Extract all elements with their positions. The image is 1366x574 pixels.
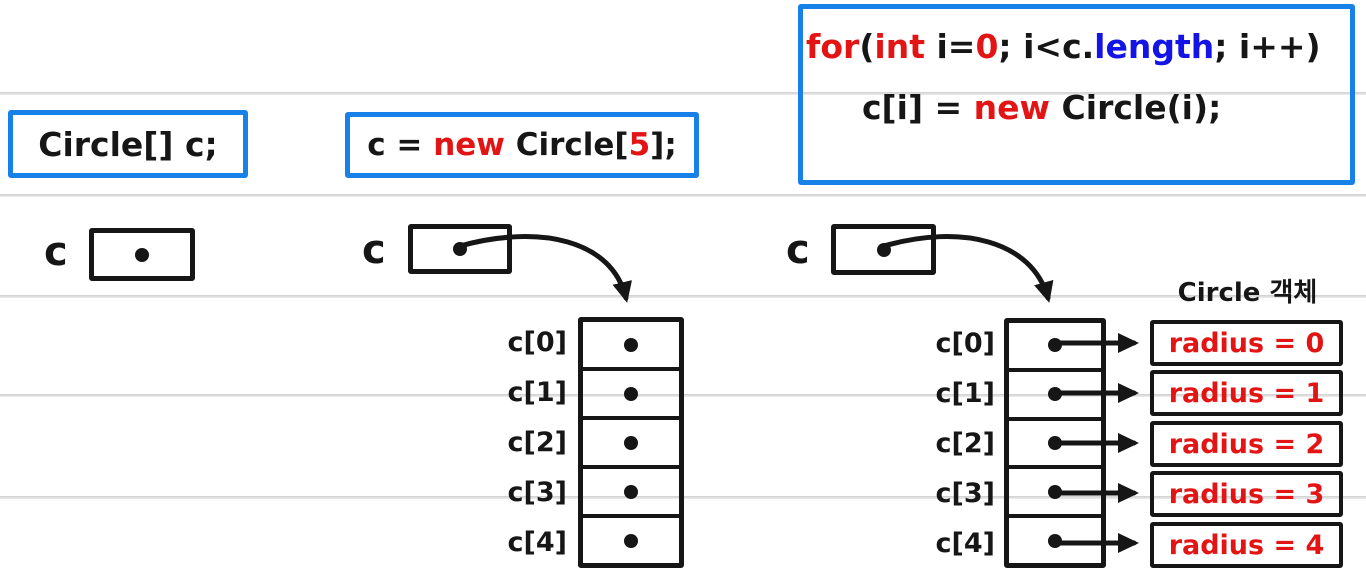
ruled-line	[0, 194, 1366, 197]
for-increment: ; i++)	[1214, 27, 1321, 66]
pointer-dot	[1048, 387, 1062, 402]
array-cell-4	[1009, 514, 1101, 563]
alloc-end: ];	[650, 127, 677, 163]
pointer-dot	[1048, 338, 1062, 353]
circle-object-4: radius = 4	[1150, 522, 1343, 568]
pointer-dot	[624, 386, 638, 401]
for-loop-body: c[i] = new Circle(i);	[862, 88, 1350, 127]
array-middle	[578, 317, 684, 568]
pointer-dot	[1048, 484, 1062, 499]
alloc-mid: Circle[	[504, 127, 629, 163]
for-init-lhs: i=	[925, 27, 976, 66]
array-cell-1	[1009, 367, 1101, 417]
pointer-dot	[876, 242, 891, 257]
index-label: c[4]	[935, 528, 995, 559]
code-box-declaration: Circle[] c;	[8, 110, 248, 178]
code-box-for-loop: for(int i=0; i<c.length; i++) c[i] = new…	[798, 4, 1355, 185]
keyword-for: for	[806, 27, 860, 66]
pointer-dot	[624, 484, 638, 499]
circle-object-0: radius = 0	[1150, 320, 1343, 366]
pointer-dot	[1048, 533, 1062, 548]
alloc-lhs: c =	[367, 127, 434, 163]
pointer-dot	[624, 337, 638, 352]
keyword-new: new	[433, 127, 505, 163]
code-allocation-text: c = new Circle[5];	[367, 127, 676, 163]
array-cell-0	[583, 322, 679, 367]
index-label: c[4]	[507, 527, 567, 558]
pointer-box-step3	[831, 224, 936, 275]
array-right	[1004, 318, 1106, 568]
array-cell-0	[1009, 323, 1101, 368]
circle-object-3: radius = 3	[1150, 471, 1343, 517]
index-label: c[3]	[507, 477, 567, 508]
keyword-int: int	[874, 27, 925, 66]
index-label: c[1]	[507, 377, 567, 408]
array-cell-3	[1009, 465, 1101, 514]
array-cell-4	[583, 514, 679, 563]
pointer-dot	[624, 533, 638, 548]
circle-objects-header: Circle 객체	[1177, 278, 1318, 308]
pointer-dot	[453, 242, 467, 256]
index-label: c[2]	[507, 427, 567, 458]
circle-object-2: radius = 2	[1150, 421, 1343, 467]
ruled-line	[0, 92, 1366, 95]
pointer-dot	[624, 435, 638, 450]
pointer-box-step1	[89, 228, 195, 281]
var-label-c-step2: c	[362, 227, 386, 273]
for-condition: ; i<c.	[998, 27, 1095, 66]
var-label-c-step1: c	[44, 229, 68, 275]
code-declaration-text: Circle[] c;	[38, 124, 218, 164]
code-box-allocation: c = new Circle[5];	[345, 112, 699, 178]
index-label: c[3]	[935, 478, 995, 509]
pointer-dot	[135, 247, 149, 262]
index-label: c[2]	[935, 428, 995, 459]
ruled-line	[0, 295, 1366, 298]
index-label: c[0]	[507, 327, 567, 358]
for-loop-header: for(int i=0; i<c.length; i++)	[806, 27, 1350, 66]
for-init-value: 0	[975, 27, 999, 66]
array-cell-1	[583, 367, 679, 416]
keyword-new-body: new	[973, 88, 1051, 127]
for-open-paren: (	[859, 27, 875, 66]
body-lhs: c[i] =	[862, 88, 974, 127]
body-rhs: Circle(i);	[1050, 88, 1222, 127]
index-label: c[1]	[935, 378, 995, 409]
array-cell-3	[583, 465, 679, 514]
pointer-box-step2	[408, 224, 512, 274]
array-cell-2	[1009, 416, 1101, 466]
length-property: length	[1094, 27, 1215, 66]
pointer-dot	[1048, 435, 1062, 450]
index-label: c[0]	[935, 328, 995, 359]
array-size: 5	[628, 127, 651, 163]
circle-object-1: radius = 1	[1150, 370, 1343, 416]
array-cell-2	[583, 416, 679, 465]
var-label-c-step3: c	[786, 227, 810, 273]
